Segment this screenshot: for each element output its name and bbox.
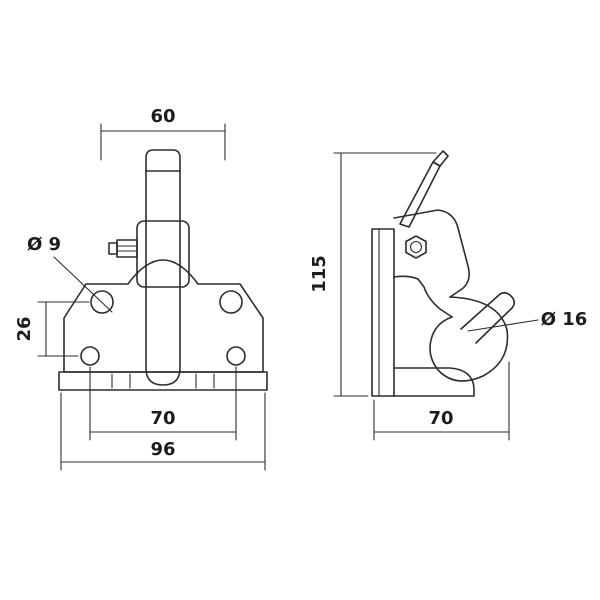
- release-lever: [399, 161, 441, 228]
- leader-line-pin-diameter: [467, 319, 539, 332]
- front-plate-outline: [63, 259, 264, 373]
- drawing-scene: 60 Ø 9 26 70 96: [14, 106, 588, 471]
- dim-top-width-label: 60: [150, 106, 175, 127]
- side-view: 115 Ø 16 70: [309, 150, 588, 441]
- guide-housing: [136, 220, 190, 288]
- bolt-head: [108, 242, 118, 255]
- dim-hole-diameter-label: Ø 9: [27, 234, 61, 255]
- hook-outer-curve: [429, 296, 509, 382]
- hook-mouth-inner: [417, 278, 453, 318]
- side-base-foot: [393, 367, 475, 397]
- dim-height-label: 115: [309, 255, 330, 293]
- pivot-nut-bore: [409, 240, 423, 254]
- mounting-hole-bottom-right: [226, 346, 246, 366]
- pivot-nut: [405, 235, 427, 259]
- dim-depth-label: 70: [428, 408, 453, 429]
- coupling-shaft: [145, 149, 181, 386]
- mounting-hole-top-right: [219, 290, 243, 314]
- hook-body-outline: [393, 209, 470, 298]
- mounting-hole-top-left: [90, 290, 114, 314]
- mounting-hole-bottom-left: [80, 346, 100, 366]
- body-lower-edge: [393, 275, 419, 280]
- side-bolt-nut: [116, 239, 138, 258]
- coupling-pin: [460, 291, 516, 344]
- dim-base-width-label: 96: [150, 439, 175, 460]
- dim-hole-vspacing-label: 26: [14, 316, 35, 341]
- release-lever-tip: [432, 150, 449, 167]
- leader-line-hole-diameter: [53, 256, 113, 313]
- front-base-flange: [58, 371, 268, 391]
- front-view: 60 Ø 9 26 70 96: [14, 106, 268, 471]
- dim-hole-hspacing-label: 70: [150, 408, 175, 429]
- dim-pin-diameter-label: Ø 16: [541, 309, 588, 330]
- side-back-plate: [371, 228, 395, 397]
